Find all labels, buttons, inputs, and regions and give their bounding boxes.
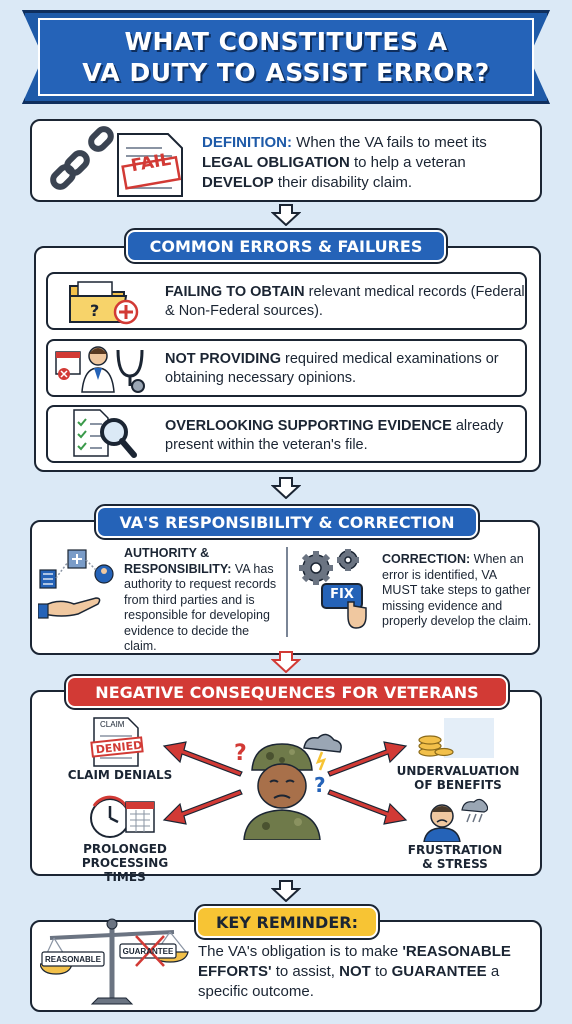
correction-body: When an error is identified, VA MUST tak… — [382, 552, 532, 628]
reminder-text-1: The VA's obligation is to make — [198, 943, 403, 960]
definition-text-1: When the VA fails to meet its — [292, 134, 487, 151]
folder-medical-icon: ? — [64, 276, 142, 326]
consequence-arrows — [150, 732, 420, 842]
page-title: WHAT CONSTITUTES A VA DUTY TO ASSIST ERR… — [82, 27, 490, 87]
svg-text:?: ? — [90, 301, 99, 320]
clock-calendar-icon — [88, 792, 158, 842]
fix-button-label: FIX — [330, 587, 354, 602]
error-rest-records: relevant medical records (Federal & Non-… — [165, 284, 525, 319]
definition-text-2: to help a veteran — [349, 154, 466, 171]
definition-card — [30, 119, 542, 202]
error-card-evidence — [46, 405, 527, 463]
consequence-undervaluation: UNDERVALUATION OF BENEFITS — [396, 764, 520, 792]
broken-chain-icon — [46, 124, 196, 200]
hand-network-icon — [38, 548, 120, 620]
authority-body: VA has authority to request records from… — [124, 561, 277, 654]
responsibility-header: VA'S RESPONSIBILITY & CORRECTION — [94, 504, 480, 540]
correction-text: CORRECTION: When an error is identified,… — [382, 552, 534, 630]
down-arrow-icon — [271, 204, 301, 226]
soldier-worried-icon: ? ? — [226, 730, 346, 840]
correction-label: CORRECTION: — [382, 552, 471, 566]
consequence-processing-times: PROLONGED PROCESSING TIMES — [81, 842, 169, 884]
definition-text-3: their disability claim. — [273, 174, 413, 191]
claim-doc-label: CLAIM — [100, 720, 125, 729]
error-rest-evidence: already present within the veteran's fil… — [165, 418, 504, 453]
reminder-text-3: to — [370, 963, 392, 980]
error-lead-evidence: OVERLOOKING SUPPORTING EVIDENCE — [165, 418, 452, 434]
error-lead-exams: NOT PROVIDING — [165, 351, 282, 367]
reminder-emph-1: 'REASONABLE EFFORTS' — [198, 943, 511, 980]
errors-header: COMMON ERRORS & FAILURES — [124, 228, 448, 264]
scale-left-label: REASONABLE — [44, 955, 101, 964]
svg-text:?: ? — [234, 741, 247, 766]
error-text-records: FAILING TO OBTAIN relevant medical recor… — [165, 283, 525, 321]
error-text-evidence: OVERLOOKING SUPPORTING EVIDENCE already … — [165, 417, 525, 455]
authority-text: AUTHORITY & RESPONSIBILITY: VA has autho… — [124, 546, 278, 655]
down-arrow-icon — [271, 477, 301, 499]
svg-text:?: ? — [314, 773, 326, 797]
reminder-text-4: a specific outcome. — [198, 963, 500, 1000]
down-arrow-icon — [271, 880, 301, 902]
stressed-person-icon — [422, 796, 488, 842]
reminder-text: The VA's obligation is to make 'REASONAB… — [198, 942, 536, 1002]
reminder-emph-2: NOT — [339, 963, 371, 980]
error-lead-records: FAILING TO OBTAIN — [165, 284, 305, 300]
document-magnifier-icon — [70, 408, 142, 460]
error-text-exams: NOT PROVIDING required medical examinati… — [165, 350, 525, 388]
definition-emph-2: DEVELOP — [202, 174, 274, 191]
gears-fix-icon — [296, 548, 378, 632]
balance-scale-icon — [40, 918, 190, 1010]
authority-label: AUTHORITY & RESPONSIBILITY: — [124, 546, 232, 576]
reminder-text-2: to assist, — [271, 963, 340, 980]
responsibility-divider — [286, 547, 288, 637]
scale-right-label: GUARANTEE — [122, 947, 174, 956]
down-arrow-icon — [271, 651, 301, 673]
error-rest-exams: required medical examinations or obtaini… — [165, 351, 499, 386]
claim-denied-icon — [88, 716, 148, 768]
definition-text: DEFINITION: When the VA fails to meet it… — [202, 133, 538, 193]
consequence-frustration: FRUSTRATION & STRESS — [407, 843, 503, 871]
reminder-emph-3: GUARANTEE — [391, 963, 487, 980]
consequences-header: NEGATIVE CONSEQUENCES FOR VETERANS — [64, 674, 510, 710]
coins-chart-icon — [414, 718, 496, 760]
consequence-claim-denials: CLAIM DENIALS — [67, 768, 173, 782]
error-card-exams — [46, 339, 527, 397]
definition-label: DEFINITION: — [202, 134, 292, 151]
doctor-stethoscope-icon — [54, 342, 154, 394]
title-banner-inner: WHAT CONSTITUTES A VA DUTY TO ASSIST ERR… — [38, 18, 534, 96]
reminder-header: KEY REMINDER: — [194, 904, 380, 940]
definition-emph-1: LEGAL OBLIGATION — [202, 154, 350, 171]
